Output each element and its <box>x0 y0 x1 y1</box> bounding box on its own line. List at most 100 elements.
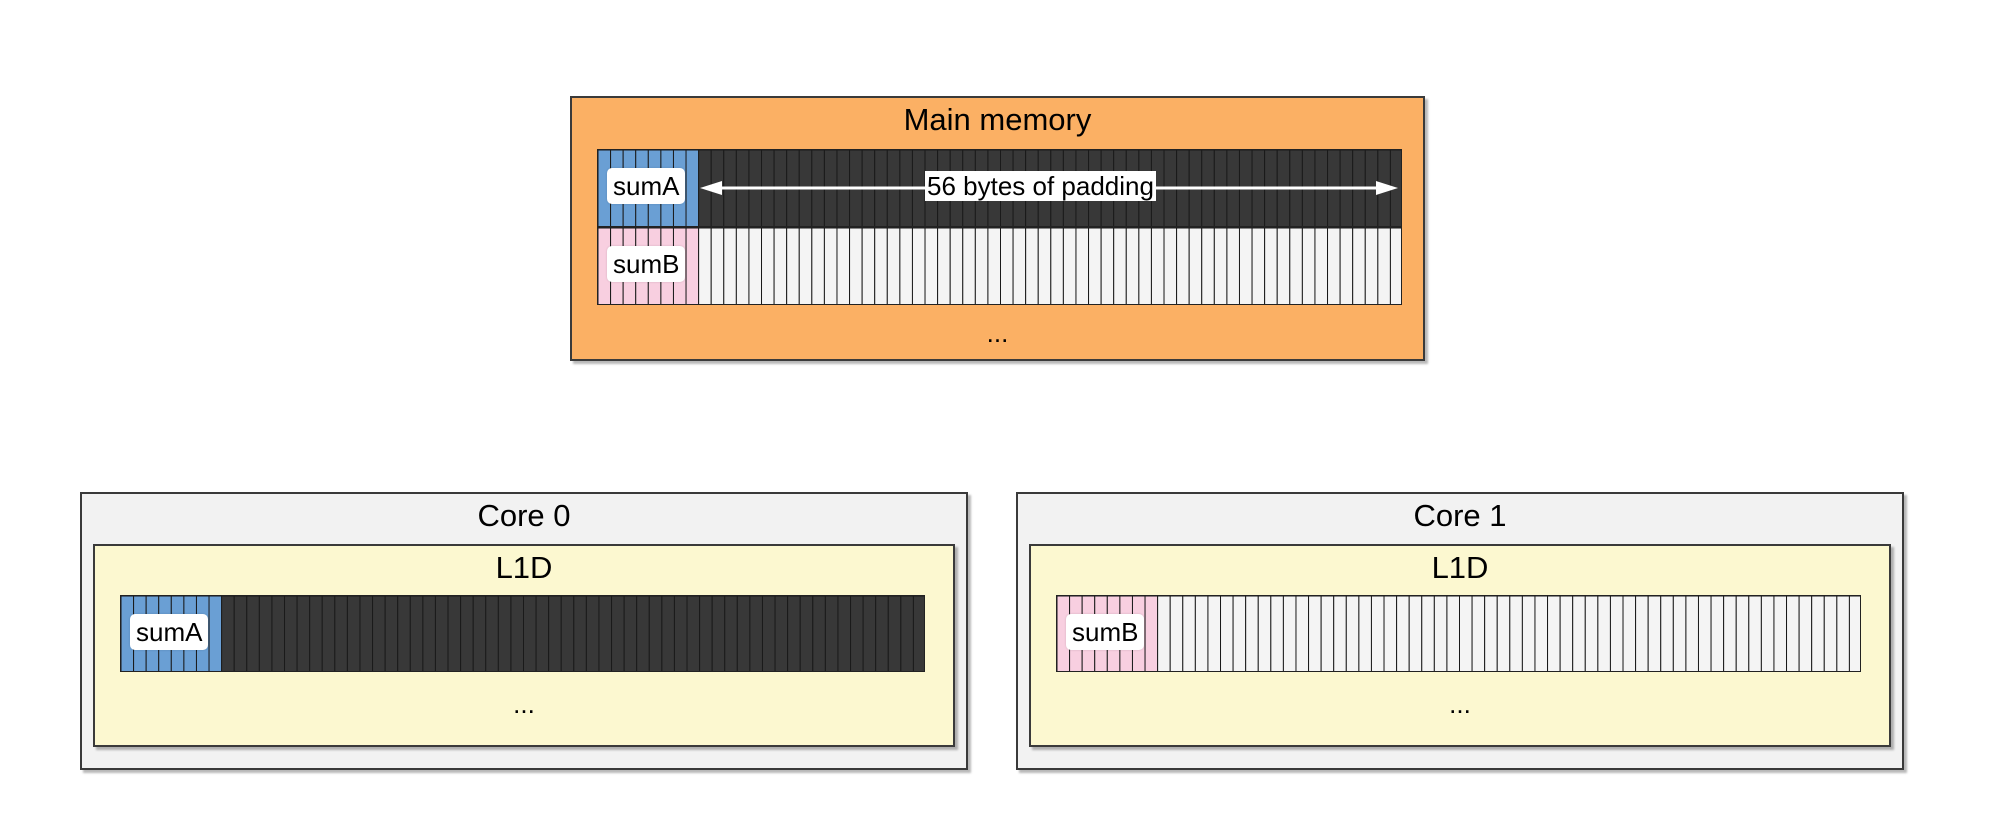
padding-byte-cell <box>1773 596 1788 671</box>
padding-byte-cell <box>397 596 411 671</box>
padding-byte-cell <box>1509 596 1523 671</box>
variable-byte-cell <box>1144 596 1159 671</box>
padding-byte-cell <box>850 596 864 671</box>
padding-byte-cell <box>1000 228 1014 304</box>
core1-l1d-box: L1D sumB ... <box>1029 544 1891 747</box>
padding-byte-cell <box>937 228 951 304</box>
suma-label: sumA <box>607 168 686 204</box>
padding-byte-cell <box>1798 596 1813 671</box>
padding-byte-cell <box>811 228 825 304</box>
main-memory-line-sumb-cells <box>598 228 1401 304</box>
padding-byte-cell <box>1760 596 1775 671</box>
padding-byte-cell <box>497 596 512 671</box>
padding-byte-cell <box>1113 228 1127 304</box>
padding-byte-cell <box>1088 228 1102 304</box>
padding-byte-cell <box>1609 596 1624 671</box>
core1-ellipsis: ... <box>1449 689 1471 719</box>
padding-byte-cell <box>1138 228 1152 304</box>
padding-byte-cell <box>1025 228 1039 304</box>
padding-byte-cell <box>698 228 712 304</box>
padding-byte-cell <box>334 596 348 671</box>
main-memory-line-sumb: sumB <box>597 227 1402 305</box>
padding-byte-cell <box>434 596 449 671</box>
padding-byte-cell <box>560 596 575 671</box>
padding-byte-cell <box>836 228 851 304</box>
padding-byte-cell <box>724 596 738 671</box>
padding-byte-cell <box>485 596 499 671</box>
padding-byte-cell <box>321 596 336 671</box>
padding-byte-cell <box>987 228 1002 304</box>
padding-byte-cell <box>1157 596 1171 671</box>
padding-byte-cell <box>736 596 751 671</box>
padding-byte-cell <box>1333 596 1347 671</box>
padding-byte-cell <box>271 596 286 671</box>
padding-byte-cell <box>1100 228 1115 304</box>
padding-byte-cell <box>661 596 675 671</box>
padding-byte-cell <box>296 596 311 671</box>
core1-cache-line: sumB <box>1056 595 1861 672</box>
padding-byte-cell <box>886 228 901 304</box>
padding-byte-cell <box>447 596 462 671</box>
padding-byte-cell <box>1811 596 1825 671</box>
padding-byte-cell <box>1735 596 1750 671</box>
padding-byte-cell <box>1176 228 1190 304</box>
padding-byte-cell <box>1622 596 1637 671</box>
padding-byte-cell <box>699 596 713 671</box>
padding-byte-cell <box>346 596 361 671</box>
padding-byte-cell <box>284 596 298 671</box>
padding-byte-cell <box>949 228 964 304</box>
padding-byte-cell <box>748 228 763 304</box>
padding-byte-cell <box>1836 596 1850 671</box>
padding-byte-cell <box>535 596 550 671</box>
padding-byte-cell <box>1150 228 1165 304</box>
padding-byte-cell <box>1672 596 1687 671</box>
padding-byte-cell <box>1194 596 1209 671</box>
padding-byte-cell <box>1647 596 1662 671</box>
padding-byte-cell <box>1289 228 1303 304</box>
padding-byte-cell <box>1383 596 1398 671</box>
padding-byte-cell <box>309 596 323 671</box>
core1-title: Core 1 <box>1413 498 1507 533</box>
padding-byte-cell <box>1062 228 1077 304</box>
padding-byte-cell <box>1339 228 1354 304</box>
padding-byte-cell <box>761 596 776 671</box>
padding-byte-cell <box>1471 596 1486 671</box>
padding-byte-cell <box>384 596 399 671</box>
core0-cache-line: sumA <box>120 595 925 672</box>
padding-byte-cell <box>1496 596 1511 671</box>
padding-byte-cell <box>1125 228 1140 304</box>
padding-byte-cell <box>924 228 939 304</box>
padding-byte-cell <box>1370 596 1385 671</box>
padding-byte-cell <box>1823 596 1838 671</box>
core1-box: Core 1 L1D sumB ... <box>1016 492 1904 770</box>
padding-byte-cell <box>258 596 273 671</box>
padding-byte-cell <box>912 596 924 671</box>
padding-byte-cell <box>1295 596 1310 671</box>
padding-byte-cell <box>749 596 763 671</box>
padding-byte-cell <box>1396 596 1410 671</box>
core0-l1d-box: L1D sumA ... <box>93 544 955 747</box>
padding-byte-cell <box>1163 228 1178 304</box>
padding-byte-cell <box>1245 596 1259 671</box>
core1-cache-line-cells <box>1057 596 1860 671</box>
padding-byte-cell <box>1660 596 1674 671</box>
padding-byte-cell <box>735 228 750 304</box>
padding-byte-cell <box>1710 596 1725 671</box>
padding-byte-cell <box>761 228 775 304</box>
padding-byte-cell <box>1572 596 1586 671</box>
padding-byte-cell <box>1213 228 1228 304</box>
core1-sumb-label: sumB <box>1066 614 1145 650</box>
padding-byte-cell <box>1446 596 1461 671</box>
padding-byte-cell <box>899 228 913 304</box>
padding-byte-cell <box>611 596 625 671</box>
padding-byte-cell <box>812 596 826 671</box>
padding-byte-cell <box>510 596 525 671</box>
padding-byte-cell <box>636 596 650 671</box>
padding-byte-cell <box>1358 596 1372 671</box>
main-memory-line-suma: sumA 56 bytes of padding <box>597 149 1402 227</box>
padding-byte-cell <box>1075 228 1090 304</box>
padding-byte-cell <box>1433 596 1448 671</box>
padding-byte-cell <box>1597 596 1611 671</box>
padding-byte-cell <box>1276 228 1291 304</box>
padding-byte-cell <box>1207 596 1222 671</box>
